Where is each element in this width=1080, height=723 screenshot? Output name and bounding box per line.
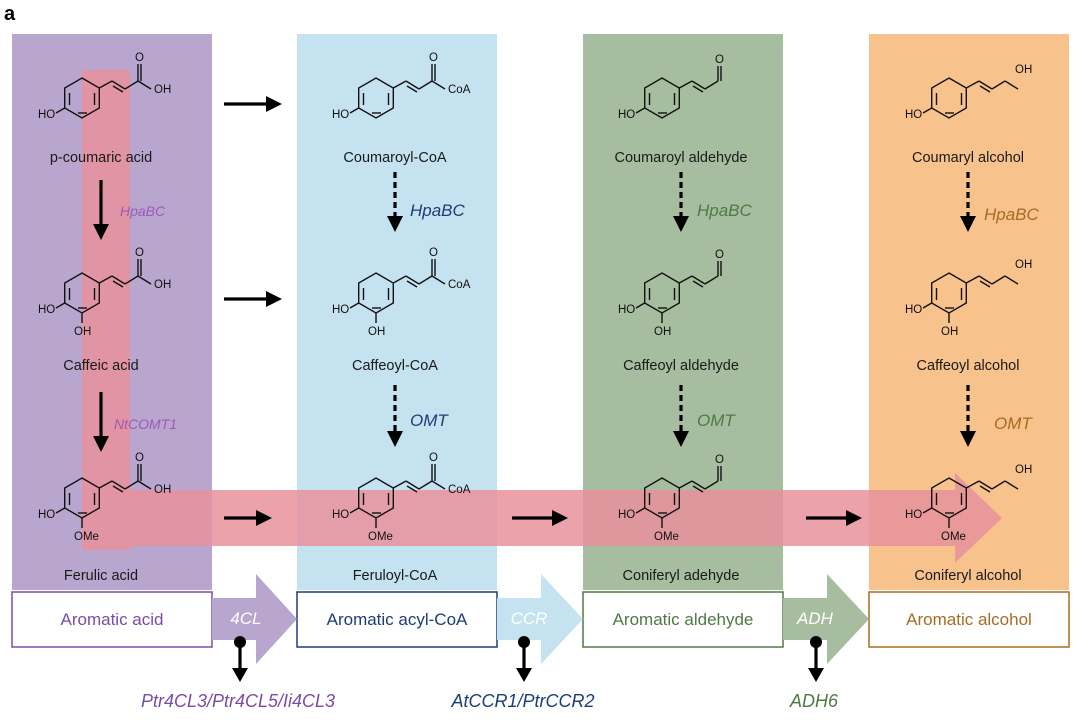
horizontal-arrows: [224, 96, 862, 526]
structure-c3-r1: HO OH OH: [905, 259, 1032, 338]
ho-atom: HO: [905, 304, 922, 316]
4cl-genes: Ptr4CL3/Ptr4CL5/Ii4CL3: [141, 691, 335, 711]
ho-atom: HO: [618, 509, 635, 521]
compound-caffeoyl-aldehyde: Caffeoyl aldehyde: [623, 358, 739, 374]
oh-atom: OH: [74, 326, 91, 338]
hpabc-label-alcohol: HpaBC: [984, 205, 1040, 224]
structure-c0-r2: HO OMe OH O: [38, 452, 171, 543]
compound-names: p-coumaric acid Caffeic acid Ferulic aci…: [50, 150, 1024, 584]
acid-oh-atom: OH: [154, 279, 171, 291]
acid-oh-atom: OH: [154, 484, 171, 496]
compound-caffeoyl-alcohol: Caffeoyl alcohol: [917, 358, 1020, 374]
aldehyde-o-atom: O: [715, 454, 724, 466]
aromatic-alcohol-box: [868, 591, 1070, 648]
compound-ferulic-acid: Ferulic acid: [64, 568, 138, 584]
oh-atom: OH: [654, 326, 671, 338]
aldehyde-o-atom: O: [715, 54, 724, 66]
structure-c1-r1: HO OH CoA O: [332, 247, 471, 338]
structure-c1-r0: HO CoA O: [332, 52, 471, 121]
carbonyl-o-atom: O: [135, 247, 144, 259]
hpabc-label-acid: HpaBC: [120, 203, 166, 219]
ho-atom: HO: [38, 509, 55, 521]
ccr-genes: AtCCR1/PtrCCR2: [450, 691, 594, 711]
ccr-connector-arrow: [497, 574, 583, 664]
structure-c3-r0: HO OH: [905, 64, 1032, 121]
aromatic-aldehyde-label: Aromatic aldehyde: [613, 610, 754, 629]
ho-atom: HO: [38, 109, 55, 121]
alcohol-oh-atom: OH: [1015, 259, 1032, 271]
panel-letter: a: [4, 3, 16, 25]
vertical-arrows: [93, 172, 976, 452]
ho-atom: HO: [905, 509, 922, 521]
ome-atom: OMe: [74, 531, 99, 543]
aldehyde-o-atom: O: [715, 249, 724, 261]
ho-atom: HO: [618, 304, 635, 316]
compound-feruloyl-coa: Feruloyl-CoA: [353, 568, 438, 584]
alcohol-oh-atom: OH: [1015, 64, 1032, 76]
ho-atom: HO: [38, 304, 55, 316]
ome-atom: OMe: [654, 531, 679, 543]
adh-connector-arrow: [783, 574, 869, 664]
adh-genes: ADH6: [789, 691, 839, 711]
carbonyl-o-atom: O: [429, 247, 438, 259]
4cl-connector-arrow: [212, 574, 297, 664]
ntcomt1-label: NtCOMT1: [114, 416, 177, 432]
aromatic-aldehyde-box: [582, 591, 784, 648]
4cl-label: 4CL: [230, 609, 261, 628]
gene-pointers: [232, 636, 824, 682]
hpabc-label-acyl-coa: HpaBC: [410, 201, 466, 220]
compound-coumaryl-alcohol: Coumaryl alcohol: [912, 150, 1024, 166]
omt-label-aldehyde: OMT: [697, 411, 736, 430]
aromatic-alcohol-label: Aromatic alcohol: [906, 610, 1032, 629]
structure-c2-r2: HO OMe O: [618, 454, 724, 543]
oh-atom: OH: [941, 326, 958, 338]
structure-c2-r1: HO OH O: [618, 249, 724, 338]
chemical-structures: HOOHOHOOHOHOHOOMeOHOHOCoAOHOOHCoAOHOOMeC…: [38, 52, 1032, 543]
carbonyl-o-atom: O: [135, 452, 144, 464]
compound-coniferyl-alcohol: Coniferyl alcohol: [914, 568, 1021, 584]
connector-arrows: 4CL CCR ADH: [212, 574, 869, 664]
compound-coumaroyl-aldehyde: Coumaroyl aldehyde: [615, 150, 748, 166]
coa-atom: CoA: [448, 484, 471, 496]
compound-caffeic-acid: Caffeic acid: [63, 358, 139, 374]
structure-c3-r2: HO OMe OH: [905, 464, 1032, 543]
aromatic-acid-box: [11, 591, 213, 648]
compound-p-coumaric-acid: p-coumaric acid: [50, 150, 152, 166]
compound-coumaroyl-coa: Coumaroyl-CoA: [343, 150, 446, 166]
carbonyl-o-atom: O: [429, 52, 438, 64]
ho-atom: HO: [618, 109, 635, 121]
ome-atom: OMe: [368, 531, 393, 543]
acid-oh-atom: OH: [154, 84, 171, 96]
structure-c2-r0: HO O: [618, 54, 724, 121]
structure-c0-r1: HO OH OH O: [38, 247, 171, 338]
omt-label-acyl-coa: OMT: [410, 411, 449, 430]
ho-atom: HO: [332, 109, 349, 121]
omt-label-alcohol: OMT: [994, 414, 1033, 433]
oh-atom: OH: [368, 326, 385, 338]
ccr-label: CCR: [511, 609, 548, 628]
highlighted-pathway: [82, 70, 1002, 563]
ho-atom: HO: [332, 304, 349, 316]
adh-label: ADH: [796, 609, 834, 628]
compound-coniferyl-adehyde: Coniferyl adehyde: [623, 568, 740, 584]
structure-c0-r0: HO OH O: [38, 52, 171, 121]
ho-atom: HO: [905, 109, 922, 121]
carbonyl-o-atom: O: [429, 452, 438, 464]
ho-atom: HO: [332, 509, 349, 521]
aromatic-acid-label: Aromatic acid: [61, 610, 164, 629]
hpabc-label-aldehyde: HpaBC: [697, 201, 753, 220]
category-boxes: Aromatic acid Aromatic acyl-CoA Aromatic…: [11, 591, 1070, 648]
alcohol-oh-atom: OH: [1015, 464, 1032, 476]
structure-c1-r2: HO OMe CoA O: [332, 452, 471, 543]
coa-atom: CoA: [448, 84, 471, 96]
compound-caffeoyl-coa: Caffeoyl-CoA: [352, 358, 438, 374]
ome-atom: OMe: [941, 531, 966, 543]
aromatic-acyl-coa-label: Aromatic acyl-CoA: [327, 610, 468, 629]
coa-atom: CoA: [448, 279, 471, 291]
carbonyl-o-atom: O: [135, 52, 144, 64]
